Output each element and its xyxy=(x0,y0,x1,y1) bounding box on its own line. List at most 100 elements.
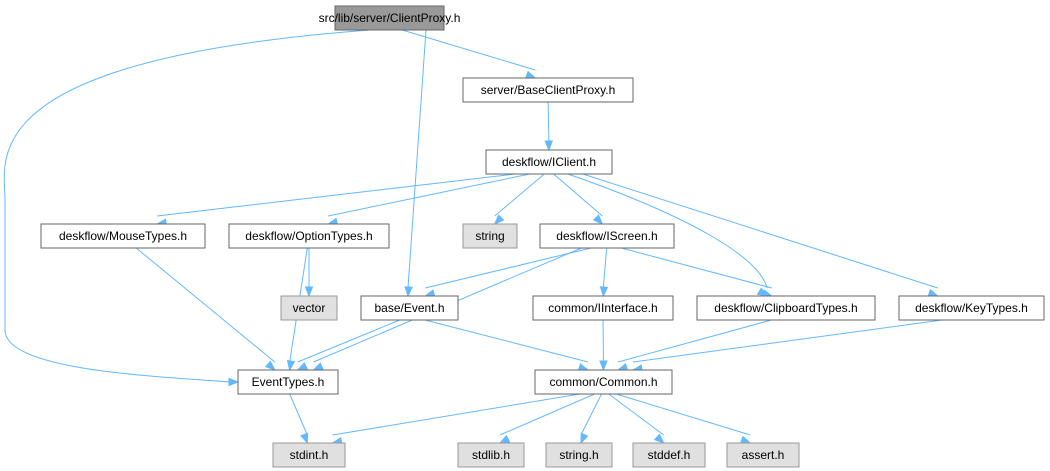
edge-line xyxy=(567,173,768,289)
node-box xyxy=(726,442,800,468)
edge-iscreen-to-event xyxy=(423,247,592,298)
node-box xyxy=(334,5,445,31)
edge-common-to-assert xyxy=(616,393,752,444)
edge-line xyxy=(616,393,751,436)
edge-arrowhead xyxy=(300,432,309,445)
node-label: deskflow/IClient.h xyxy=(502,155,596,169)
edge-arrowhead xyxy=(580,432,589,445)
edge-arrowhead xyxy=(498,434,511,444)
node-box xyxy=(280,295,338,321)
edge-arrowhead xyxy=(739,435,752,444)
node-box xyxy=(237,369,339,395)
node-label: common/Common.h xyxy=(549,375,657,389)
node-mousetypes[interactable]: deskflow/MouseTypes.h xyxy=(40,223,206,249)
edge-line xyxy=(582,173,938,289)
node-common[interactable]: common/Common.h xyxy=(534,369,673,395)
edge-line xyxy=(494,173,545,217)
node-label: string xyxy=(475,229,504,243)
node-eventtypes[interactable]: EventTypes.h xyxy=(237,369,339,395)
node-box xyxy=(228,223,390,249)
node-label: base/Event.h xyxy=(374,301,444,315)
edge-line xyxy=(332,393,581,436)
node-label: deskflow/MouseTypes.h xyxy=(59,229,187,243)
edge-line xyxy=(547,101,550,143)
node-iscreen[interactable]: deskflow/IScreen.h xyxy=(539,223,675,249)
edge-arrowhead xyxy=(286,359,296,372)
edge-baseclientproxy-to-iclient xyxy=(544,101,553,152)
node-clientproxy[interactable]: src/lib/server/ClientProxy.h xyxy=(319,5,461,31)
edge-iclient-to-string xyxy=(493,173,545,225)
node-box xyxy=(462,77,634,103)
node-stringh: string.h xyxy=(545,442,613,468)
node-event[interactable]: base/Event.h xyxy=(360,295,459,321)
edge-event-to-common xyxy=(424,319,590,372)
nodes-layer: src/lib/server/ClientProxy.h server/BaseC… xyxy=(40,5,1045,468)
edge-iclient-to-iscreen xyxy=(553,173,604,225)
edge-arrowhead xyxy=(599,286,609,298)
node-stdlib: stdlib.h xyxy=(457,442,525,468)
node-label: common/IInterface.h xyxy=(548,301,657,315)
edge-line xyxy=(632,319,943,363)
edge-common-to-stdlib xyxy=(498,393,595,444)
edge-common-to-stdint xyxy=(331,393,581,446)
node-box xyxy=(485,149,613,175)
node-optiontypes[interactable]: deskflow/OptionTypes.h xyxy=(228,223,390,249)
edge-arrowhead xyxy=(653,433,665,444)
edge-line xyxy=(580,393,602,436)
node-clipboardtypes[interactable]: deskflow/ClipboardTypes.h xyxy=(696,295,876,321)
edge-arrowhead xyxy=(599,360,608,372)
node-baseclientproxy[interactable]: server/BaseClientProxy.h xyxy=(462,77,634,103)
node-stdint: stdint.h xyxy=(272,442,346,468)
node-iclient[interactable]: deskflow/IClient.h xyxy=(485,149,613,175)
edge-line xyxy=(3,29,371,383)
node-string: string xyxy=(462,223,518,249)
edge-line xyxy=(553,173,603,217)
edge-line xyxy=(617,319,772,363)
node-label: EventTypes.h xyxy=(252,375,325,389)
node-label: deskflow/OptionTypes.h xyxy=(245,229,372,243)
node-label: string.h xyxy=(559,448,598,462)
edge-arrowhead xyxy=(296,362,309,371)
edge-line xyxy=(157,173,515,217)
edge-line xyxy=(407,29,427,289)
edge-common-to-stringh xyxy=(580,393,602,445)
node-box xyxy=(360,295,459,321)
node-box xyxy=(898,295,1045,321)
edge-arrowhead xyxy=(592,214,604,225)
node-iinterface[interactable]: common/IInterface.h xyxy=(532,295,674,321)
edge-optiontypes-to-vector xyxy=(304,248,314,298)
edge-clipboardtypes-to-common xyxy=(616,319,772,372)
edge-line xyxy=(499,393,595,436)
node-label: vector xyxy=(293,301,326,315)
edge-arrowhead xyxy=(264,360,276,371)
node-keytypes[interactable]: deskflow/KeyTypes.h xyxy=(898,295,1045,321)
edge-clientproxy-to-eventtypes xyxy=(3,29,371,387)
edge-line xyxy=(402,29,536,71)
edge-arrowhead xyxy=(524,70,537,79)
node-box xyxy=(632,442,706,468)
edge-line xyxy=(621,247,772,289)
edge-line xyxy=(289,393,308,436)
node-label: deskflow/IScreen.h xyxy=(556,229,657,243)
node-box xyxy=(40,223,206,249)
node-vector: vector xyxy=(280,295,338,321)
edge-line xyxy=(297,319,400,363)
edge-arrowhead xyxy=(304,286,314,298)
edge-iscreen-to-iinterface xyxy=(599,247,609,298)
edge-arrowhead xyxy=(544,140,553,152)
node-label: stdlib.h xyxy=(472,448,510,462)
edge-arrowhead xyxy=(312,362,324,371)
node-assert: assert.h xyxy=(726,442,800,468)
node-box xyxy=(539,223,675,249)
node-box xyxy=(696,295,876,321)
edge-iinterface-to-common xyxy=(599,319,608,372)
edge-iscreen-to-clipboardtypes xyxy=(621,247,773,298)
edge-clientproxy-to-event xyxy=(404,29,427,298)
node-label: src/lib/server/ClientProxy.h xyxy=(319,11,461,25)
node-label: stdint.h xyxy=(290,448,329,462)
edge-line xyxy=(608,393,665,436)
node-box xyxy=(545,442,613,468)
edge-line xyxy=(602,247,608,289)
edge-line xyxy=(424,319,589,363)
